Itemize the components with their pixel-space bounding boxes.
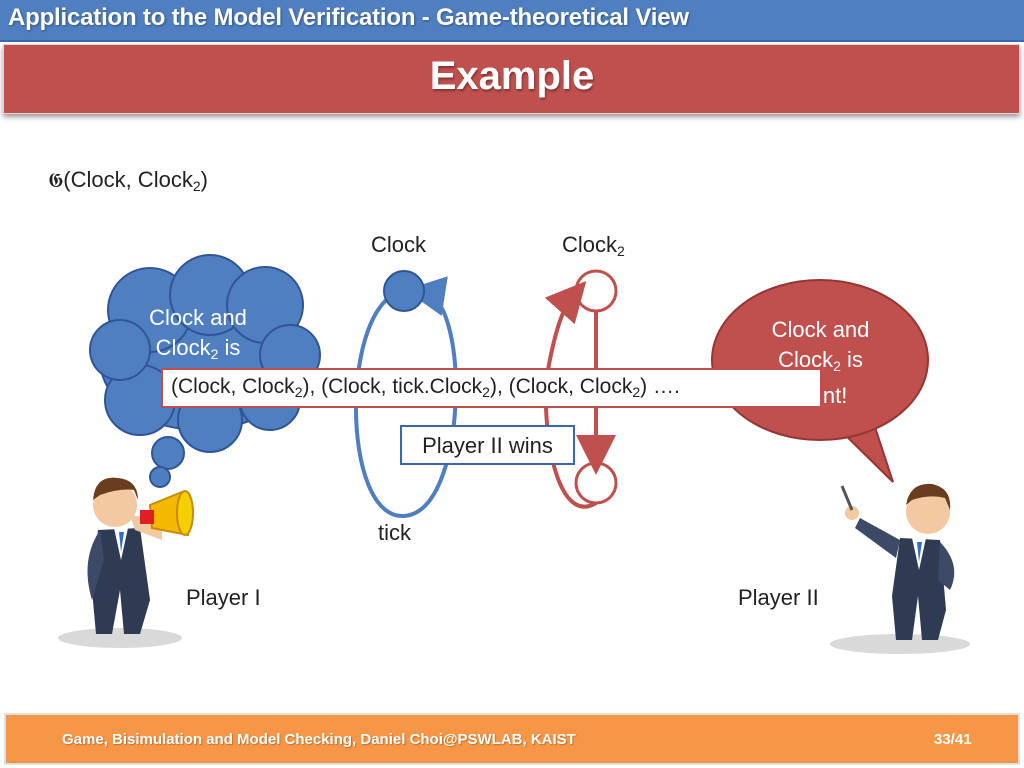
game-label: 𝕲(Clock, Clock2) (48, 167, 208, 194)
cloud-line-1: Clock and (149, 305, 247, 330)
seq-sub-2: 2 (482, 384, 490, 400)
header-bar (0, 0, 1024, 42)
clock-automaton (354, 270, 458, 519)
footer-bar (4, 713, 1020, 765)
slide-title: Example (429, 54, 595, 98)
tick-loop-edge (354, 276, 458, 519)
footer-text: Game, Bisimulation and Model Checking, D… (62, 731, 576, 748)
speech-line-2a: Clock (778, 347, 834, 372)
node-label-clock2-text: Clock (562, 232, 618, 257)
seq-sub-1: 2 (294, 384, 303, 400)
clock2-state-2 (574, 461, 618, 505)
seq-part-4: ) …. (640, 375, 680, 398)
player-one-figure (58, 477, 194, 648)
speech-line-2: Clock2 is (748, 345, 893, 381)
speech-line-1: Clock and (771, 317, 870, 342)
player-one-label: Player I (186, 585, 261, 610)
cloud-line-2b: is (218, 335, 241, 360)
cloud-text: Clock and Clock2 is d (128, 303, 268, 399)
slide-title-bar (3, 44, 1020, 114)
result-box: Player II wins (400, 425, 575, 465)
player-two-label: Player II (738, 585, 819, 610)
game-label-close: ) (200, 167, 208, 192)
clock-state (383, 270, 425, 312)
play-sequence-box: (Clock, Clock2), (Clock, tick.Clock2), (… (161, 368, 822, 408)
page-number: 33/41 (934, 731, 972, 748)
game-label-open: (Clock, Clock (63, 167, 193, 192)
node-label-clock2-sub: 2 (617, 243, 625, 259)
speech-line-2-sub: 2 (833, 358, 841, 374)
cloud-line-2a: Clock (155, 335, 211, 360)
node-label-clock: Clock (371, 232, 427, 257)
speech-line-2b: is (840, 347, 863, 372)
cloud-line-2: Clock2 is (128, 333, 268, 369)
game-label-sub: 2 (192, 178, 201, 194)
edge-label-tick: tick (378, 520, 411, 545)
seq-part-2: ), (Clock, tick.Clock (302, 375, 483, 398)
seq-part-1: (Clock, Clock (171, 375, 295, 398)
game-symbol: 𝕲 (48, 168, 64, 192)
seq-part-3: ), (Clock, Clock (489, 375, 633, 398)
clock2-automaton (543, 269, 618, 509)
player-two-figure (830, 483, 970, 654)
cloud-line-2-sub: 2 (210, 346, 219, 362)
node-label-clock2: Clock2 (562, 232, 625, 259)
clock2-state-1 (574, 269, 618, 313)
header-title: Application to the Model Verification - … (8, 4, 689, 31)
seq-sub-3: 2 (632, 384, 641, 400)
